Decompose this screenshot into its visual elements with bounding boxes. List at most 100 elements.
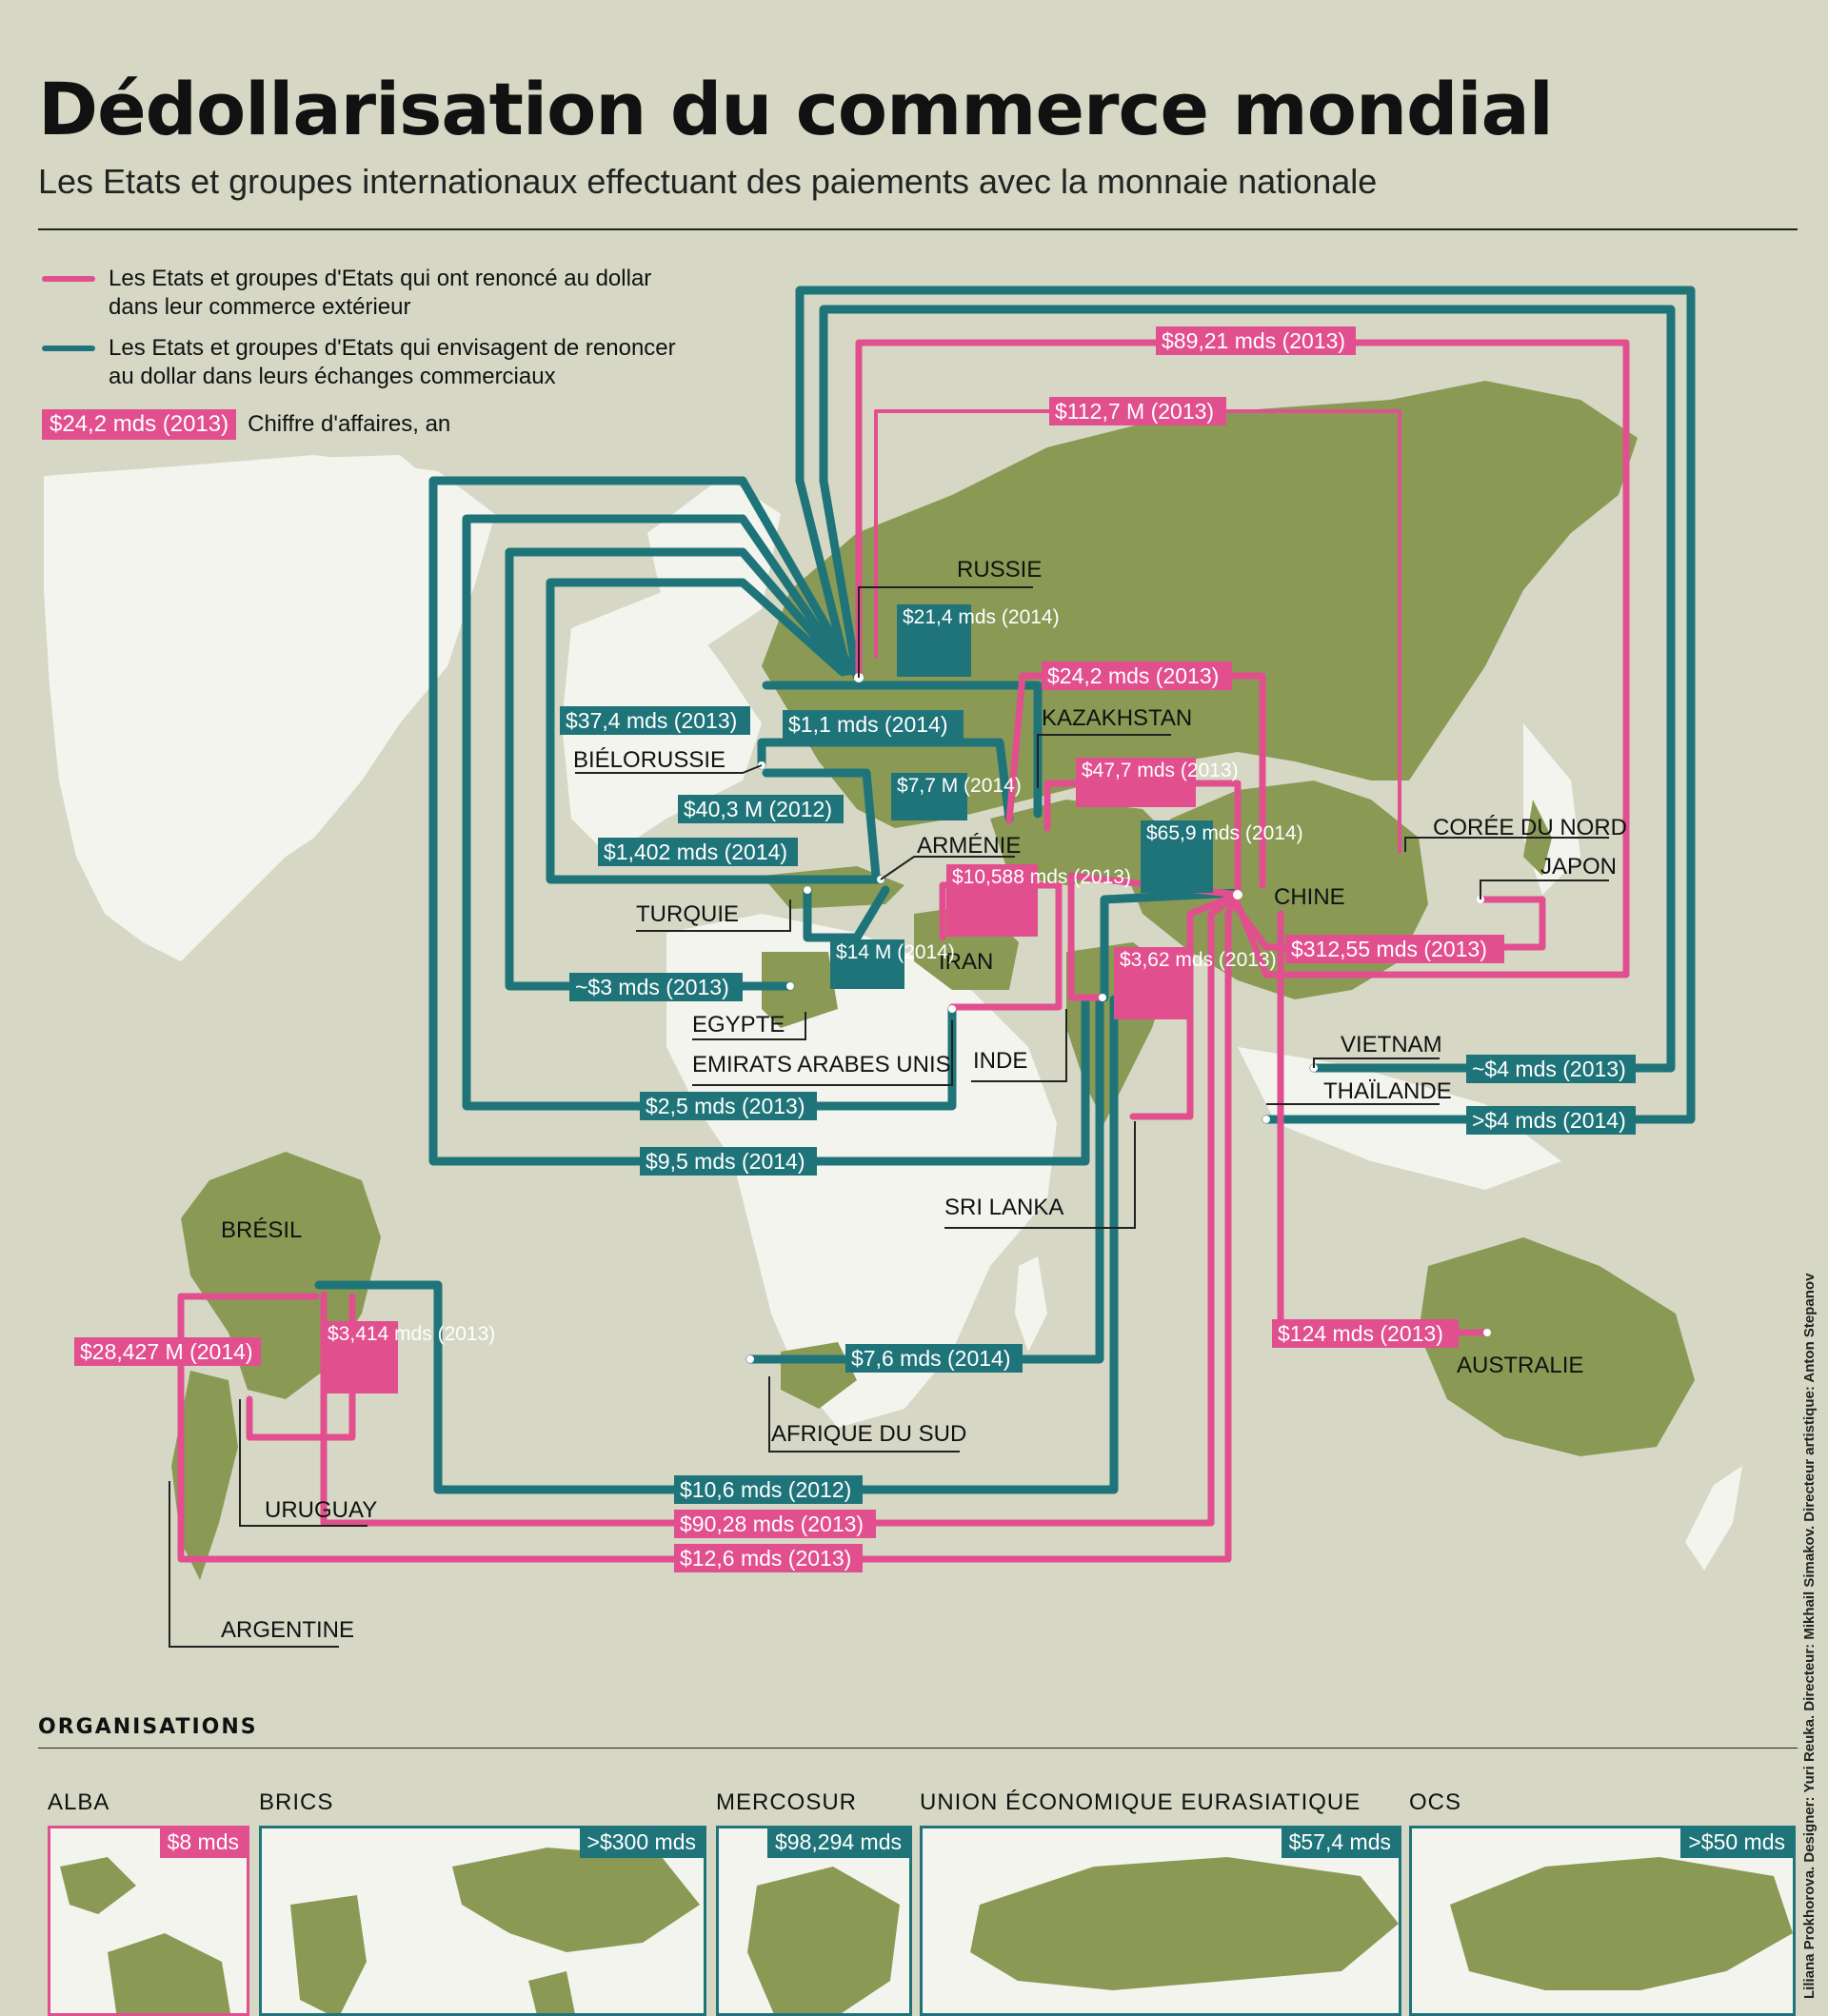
flow-label-chine-inde: $65,9 mds (2014) [1146,822,1303,844]
alba-map-icon [60,1857,230,2013]
madagascar-shape [1015,1256,1047,1352]
australie-dot [1483,1329,1491,1336]
flow-label-russie-egypte-old: $1,402 mds (2014) [604,840,787,864]
country-label-egypte: EGYPTE [692,1012,785,1038]
greenland-shape [286,455,447,562]
pink-line-swatch [42,276,95,282]
teal-line-swatch [42,346,95,351]
route-bielorussie [757,738,1014,823]
organisations-heading: ORGANISATIONS [38,1715,258,1739]
route-inde-chine [1100,888,1242,1002]
north-america-shape [44,455,495,961]
country-label-vietnam: VIETNAM [1341,1032,1442,1057]
legend-label-teal: Les Etats et groupes d'Etats qui envisag… [109,335,676,389]
chine-hub-dot [1233,890,1242,899]
country-label-afrique-sud: AFRIQUE DU SUD [771,1421,966,1447]
flow-label-russie-turquie: $37,4 mds (2013) [566,708,737,733]
legend-label-pink: Les Etats et groupes d'Etats qui ont ren… [109,266,652,320]
route-iran [803,885,890,942]
leader-lines [169,586,1609,1648]
flow-label-argentine-chine: $12,6 mds (2013) [680,1546,851,1571]
country-label-bielorussie: BIÉLORUSSIE [573,747,725,773]
org-map-brics: >$300 mds [259,1826,706,2016]
flow-label-thailande: >$4 mds (2014) [1472,1108,1626,1133]
page-subtitle: Les Etats et groupes internationaux effe… [38,162,1378,201]
org-name-mercosur: MERCOSUR [716,1789,858,1815]
route-chine-japon [1234,896,1546,951]
legend-item-value: $24,2 mds (2013) Chiffre d'affaires, an [42,409,450,440]
country-label-emirats: EMIRATS ARABES UNIS [692,1052,951,1077]
legend-item-teal: Les Etats et groupes d'Etats qui envisag… [42,334,699,391]
org-value-alba: $8 mds [159,1828,247,1858]
flow-label-russie-kazakhstan: $7,7 M (2014) [897,775,1022,797]
legend-item-pink: Les Etats et groupes d'Etats qui ont ren… [42,265,699,322]
flow-label-australie: $124 mds (2013) [1278,1321,1443,1346]
country-label-argentine: ARGENTINE [221,1617,354,1643]
flow-label-argentine-bresil: $28,427 M (2014) [80,1339,253,1364]
flow-label-chine-japon: $312,55 mds (2013) [1291,937,1487,961]
argentina-shape [171,1371,238,1580]
mercosur-map-icon [747,1867,900,2013]
route-egypte-old [546,578,885,884]
route-russie-japon [855,339,1630,978]
org-name-brics: BRICS [259,1789,334,1815]
org-value-eurasiatique: $57,4 mds [1281,1828,1399,1858]
org-value-brics: >$300 mds [579,1828,704,1858]
flow-label-russie-chine: $24,2 mds (2013) [1047,663,1219,688]
route-chine-iran [939,881,1063,1011]
country-label-australie: AUSTRALIE [1457,1353,1583,1378]
thailande-dot [1262,1116,1270,1123]
org-name-alba: ALBA [48,1789,110,1815]
route-bresil-chine [320,891,1242,1527]
base-land [44,455,1742,1571]
org-map-mercosur: $98,294 mds [716,1826,912,2016]
organisations-divider [38,1748,1798,1749]
page-title: Dédollarisation du commerce mondial [38,67,1554,151]
country-label-japon: JAPON [1540,854,1617,880]
egypte-dot [786,982,794,990]
flow-label-russie-iran: $14 M (2014) [836,941,955,963]
legend-value-chip: $24,2 mds (2013) [42,409,237,440]
flow-label-russie-japon: $89,21 mds (2013) [1162,328,1345,353]
org-name-eurasiatique: UNION ÉCONOMIQUE EURASIATIQUE [920,1789,1361,1815]
country-label-thailande: THAÏLANDE [1323,1078,1452,1104]
flow-label-afrique-sud: $7,6 mds (2014) [851,1346,1010,1371]
flow-label-bresil-chine: $90,28 mds (2013) [680,1512,864,1536]
flow-label-chine-sri: $3,62 mds (2013) [1120,949,1277,971]
flow-label-russie-inde: $21,4 mds (2014) [903,606,1060,628]
route-emirats [462,514,957,1111]
org-value-ocs: >$50 mds [1680,1828,1793,1858]
africa-shape [666,914,1057,1428]
country-label-uruguay: URUGUAY [265,1497,377,1523]
egypt-shape [762,952,838,1028]
flow-label-chine-iran: $10,588 mds (2013) [952,866,1131,888]
org-map-alba: $8 mds [48,1826,249,2016]
flow-label-russie-bielorussie: $1,1 mds (2014) [788,712,947,737]
highlight-land [171,381,1695,1580]
route-armenie [762,768,881,880]
eurasiatique-map-icon [970,1857,1399,1990]
kazakhstan-shape [990,800,1171,885]
country-label-inde: INDE [973,1048,1027,1074]
flow-label-russie-sri: $9,5 mds (2014) [646,1149,805,1174]
emirats-dot [948,1005,956,1013]
country-label-chine: CHINE [1274,884,1345,910]
afrique-sud-dot [746,1355,754,1363]
flow-label-bresil-inde: $10,6 mds (2012) [680,1477,851,1502]
flow-label-russie-armenie: $40,3 M (2012) [684,797,832,821]
header-divider [38,228,1798,230]
flow-label-vietnam: ~$4 mds (2013) [1472,1057,1626,1081]
inde-dot [1099,994,1106,1001]
credit-text: Liliana Prokhorova. Designer: Yuri Reuka… [1801,1273,1818,1999]
australia-shape [1419,1237,1695,1456]
org-value-mercosur: $98,294 mds [767,1828,909,1858]
flow-label-russie-egypte: ~$3 mds (2013) [575,975,729,999]
country-label-armenie: ARMÉNIE [917,833,1021,859]
route-argentine-bresil [177,1293,320,1484]
country-label-russie: RUSSIE [957,557,1042,583]
flow-label-bresil-uruguay: $3,414 mds (2013) [328,1323,495,1345]
route-sri [428,476,1090,1166]
turquie-dot [804,886,811,894]
org-name-ocs: OCS [1409,1789,1462,1815]
